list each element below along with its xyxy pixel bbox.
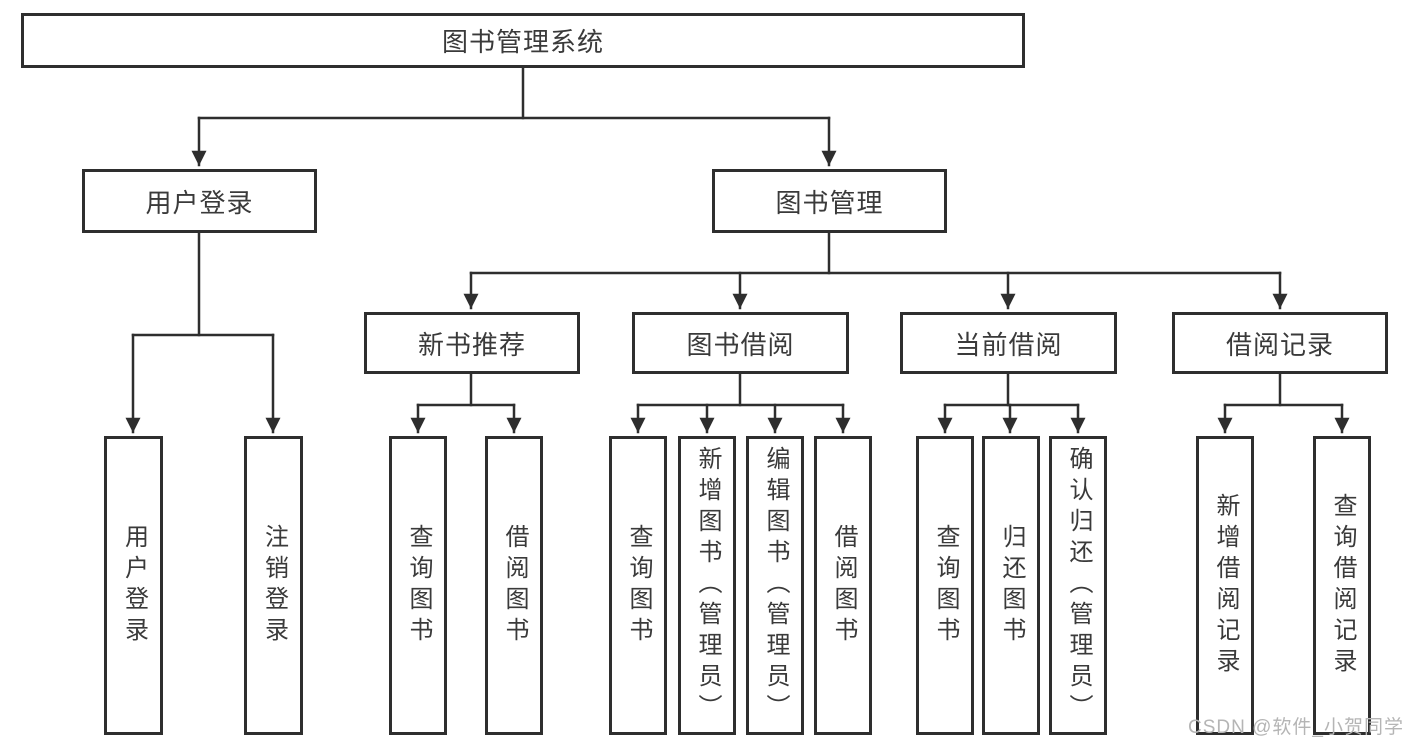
node-book-borrowing: 图书借阅 xyxy=(632,312,849,374)
node-borrowing-records: 借阅记录 xyxy=(1172,312,1388,374)
leaf-borrow-books-recommendation: 借阅图书 xyxy=(485,436,543,735)
csdn-watermark: CSDN @软件_小贺同学 xyxy=(1188,717,1404,738)
leaf-user-login: 用户登录 xyxy=(104,436,163,735)
leaf-query-books-current: 查询图书 xyxy=(916,436,974,735)
leaf-return-books: 归还图书 xyxy=(982,436,1040,735)
leaf-edit-books-admin: 编辑图书（管理员） xyxy=(746,436,804,735)
node-root-library-system: 图书管理系统 xyxy=(21,13,1025,68)
leaf-query-books-recommendation: 查询图书 xyxy=(389,436,447,735)
leaf-borrow-books-borrowing: 借阅图书 xyxy=(814,436,872,735)
node-user-login: 用户登录 xyxy=(82,169,317,233)
leaf-logout: 注销登录 xyxy=(244,436,303,735)
node-new-book-recommendation: 新书推荐 xyxy=(364,312,580,374)
node-current-borrowing: 当前借阅 xyxy=(900,312,1117,374)
leaf-confirm-return-admin: 确认归还（管理员） xyxy=(1049,436,1107,735)
leaf-add-borrowing-record: 新增借阅记录 xyxy=(1196,436,1254,735)
leaf-query-borrowing-record: 查询借阅记录 xyxy=(1313,436,1371,735)
leaf-add-books-admin: 新增图书（管理员） xyxy=(678,436,736,735)
node-book-management: 图书管理 xyxy=(712,169,947,233)
leaf-query-books-borrowing: 查询图书 xyxy=(609,436,667,735)
